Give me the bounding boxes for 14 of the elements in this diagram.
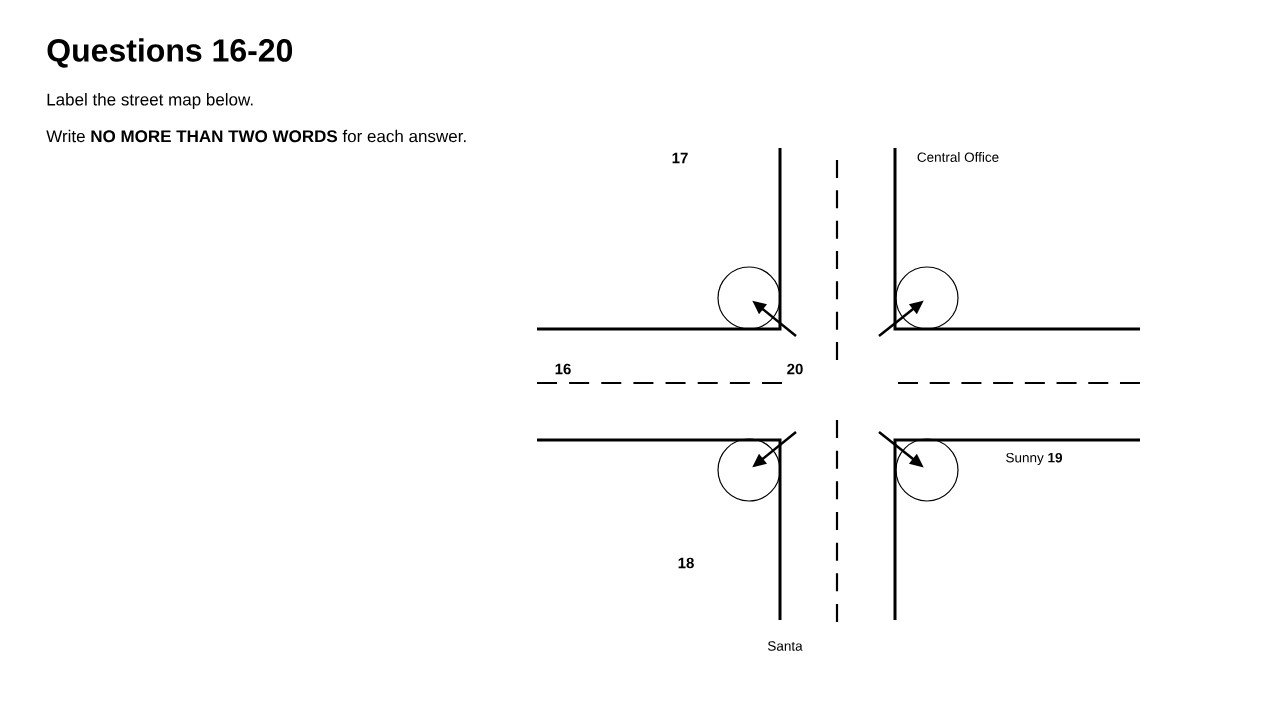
question-number: 16	[555, 363, 571, 375]
question-number: 20	[787, 363, 803, 375]
corner-circle	[895, 266, 959, 330]
place-label: Sunny 19	[1006, 452, 1063, 466]
place-label: Santa	[768, 641, 803, 651]
instruction-text: Label the street map below.	[47, 93, 253, 109]
corner-circle	[717, 266, 781, 330]
corner-circle	[895, 438, 959, 502]
question-number: 17	[672, 152, 688, 164]
place-label: Central Office	[917, 152, 999, 162]
instruction-text: Write NO MORE THAN TWO WORDS for each answer.	[46, 129, 466, 143]
title: Questions 16-20	[47, 38, 293, 68]
question-number: 18	[678, 557, 694, 569]
corner-circle	[717, 438, 781, 502]
